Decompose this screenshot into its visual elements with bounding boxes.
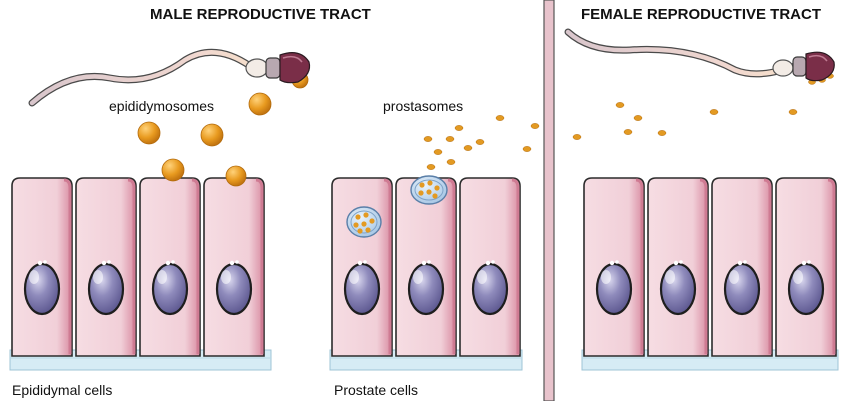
epididymal-cell-group	[9, 176, 272, 371]
epididymal-cell	[138, 176, 202, 358]
female-tract-cell	[646, 176, 710, 358]
prostasomes-label: prostasomes	[383, 98, 464, 114]
female-tract-cell	[774, 176, 838, 358]
prostate-cells-label: Prostate cells	[334, 382, 419, 398]
epididymosomes-vesicles	[137, 71, 309, 147]
female-tract-sperm	[564, 28, 835, 82]
prostate-cell	[458, 176, 522, 358]
female-tract-title: FEMALE REPRODUCTIVE TRACT	[581, 6, 821, 23]
epididymal-cells-label: Epididymal cells	[12, 382, 113, 398]
epididymosomes-label: epididymosomes	[109, 98, 215, 114]
epididymal-cell	[10, 176, 74, 358]
prostate-cell-group	[329, 176, 523, 371]
epididymal-cell	[202, 176, 266, 358]
tract-divider	[543, 0, 555, 402]
prostasome-storage-vesicles	[346, 175, 448, 238]
female-tract-cell	[710, 176, 774, 358]
male-tract-title: MALE REPRODUCTIVE TRACT	[150, 6, 371, 23]
female-tract-vesicles	[572, 73, 834, 140]
prostasomes-vesicles	[423, 115, 540, 170]
prostate-cell	[330, 176, 394, 358]
epididymal-cell	[74, 176, 138, 358]
budding-epididymosomes	[161, 158, 247, 187]
male-sperm	[28, 48, 311, 107]
female-tract-cell	[582, 176, 646, 358]
female-tract-cell-group	[581, 176, 839, 371]
prostate-cell	[394, 176, 458, 358]
